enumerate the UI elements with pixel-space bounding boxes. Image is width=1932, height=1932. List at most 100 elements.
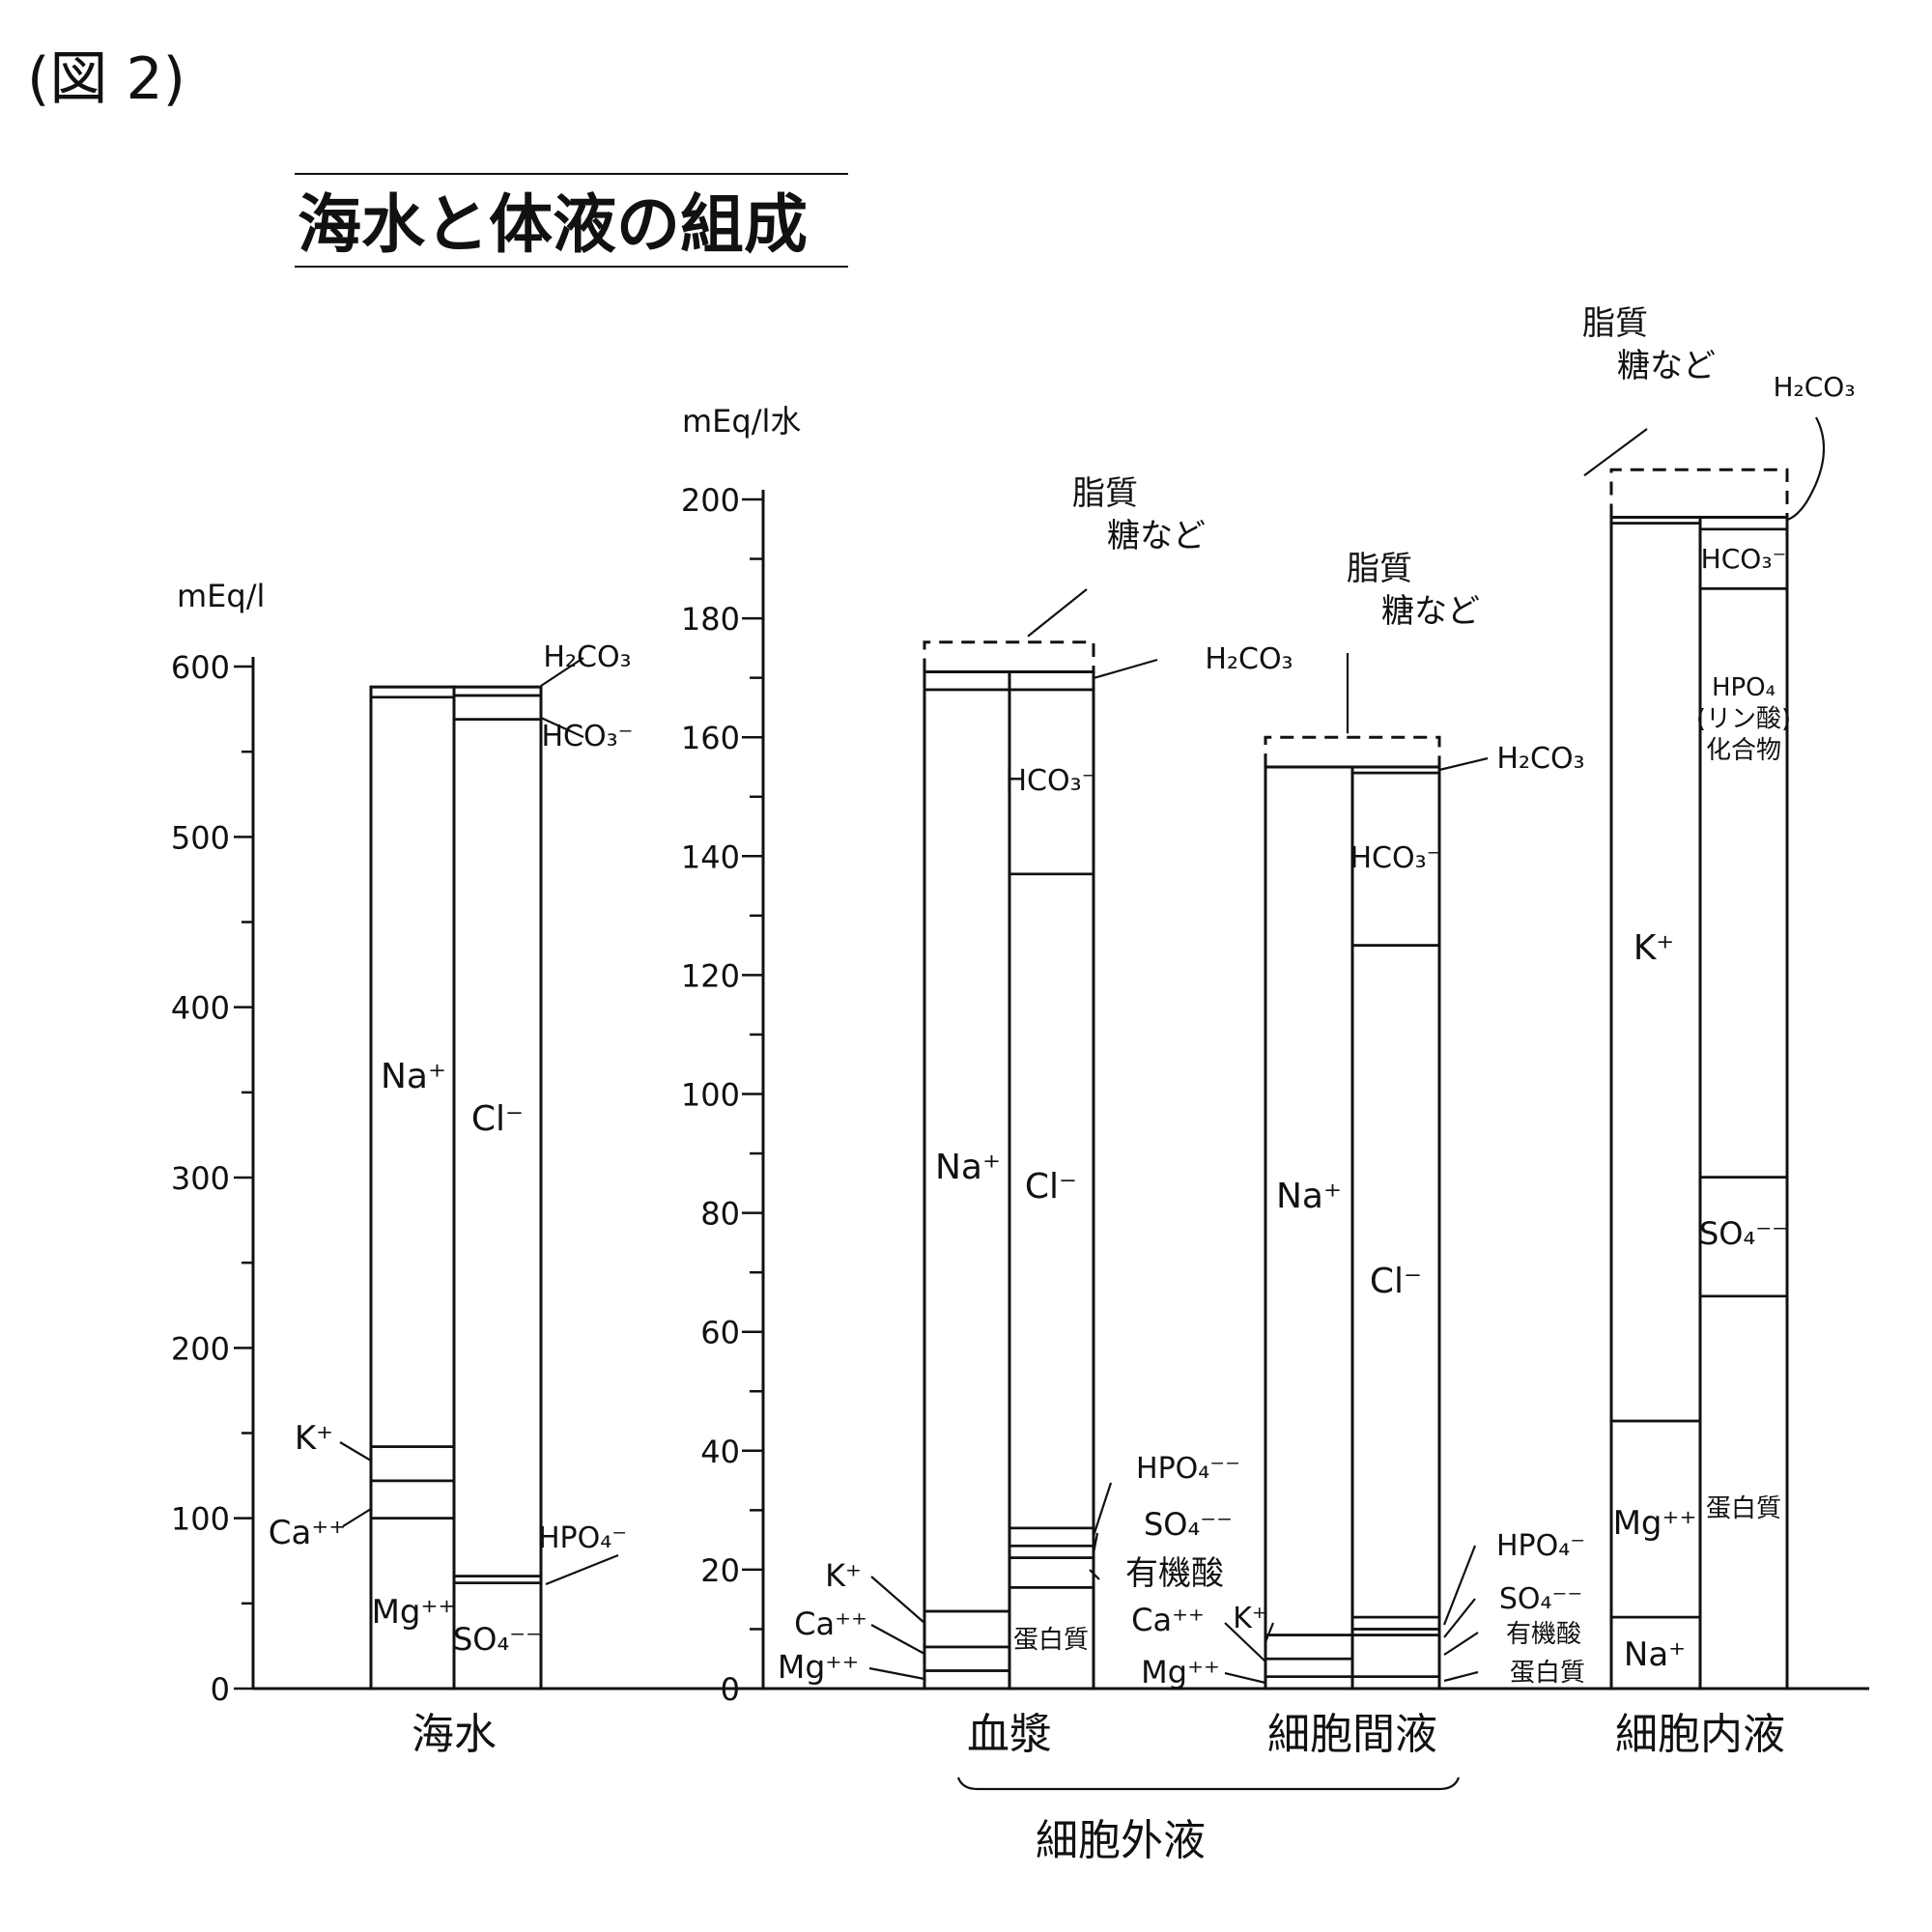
segment-label-hpo4: HPO₄(リン酸)化合物: [1696, 673, 1791, 765]
segment-label-cl: Cl⁻: [1025, 1167, 1077, 1207]
segment-h2co3: [1698, 516, 1789, 531]
label-leader: [1264, 1622, 1275, 1643]
segment-h2co3: [1008, 670, 1095, 692]
segment-label-k: K⁺: [825, 1557, 862, 1594]
label-leader: [868, 1666, 925, 1681]
segment-label-k: K⁺: [295, 1419, 333, 1458]
left-tick-label: 100: [171, 1501, 230, 1538]
label-leader: [1443, 1598, 1476, 1638]
extra-top-box: [923, 640, 1095, 672]
figure-label: (図 2): [27, 45, 185, 113]
right-tick-label: 0: [721, 1671, 740, 1708]
extra-top-label: 脂質糖など: [1072, 474, 1206, 555]
chart-title: 海水と体液の組成: [298, 187, 808, 262]
segment-label-hco3: HCO₃⁻: [1701, 543, 1787, 575]
extra-top-box: [1264, 735, 1441, 767]
segment-label-h2co3: H₂CO₃: [1773, 371, 1855, 403]
extra-top-box: [1609, 468, 1789, 518]
label-leader: [1443, 1670, 1479, 1683]
segment-label-hco3: HCO₃⁻: [1350, 841, 1442, 875]
bar-columns: [369, 468, 1789, 1690]
column-cation: [369, 685, 456, 1690]
segment-label-hco3: HCO₃⁻: [1006, 764, 1097, 798]
label-leader: [1092, 1482, 1113, 1537]
segment-label-organic-acid: 有機酸: [1506, 1620, 1581, 1649]
segment-labels: Mg⁺⁺ Ca⁺⁺ K⁺ Na⁺ SO₄⁻⁻ HPO₄⁻ Cl⁻ HCO₃⁻ H₂CO₃ 海水 Mg…: [269, 304, 1856, 1759]
column-cation: [1264, 765, 1354, 1690]
label-leader: [1093, 658, 1158, 680]
right-tick-label: 200: [681, 482, 740, 519]
segment-label-protein: 蛋白質: [1013, 1626, 1089, 1655]
right-tick-label: 120: [681, 957, 740, 994]
segment-label-hpo4: HPO₄⁻: [538, 1521, 627, 1555]
label-leader: [1224, 1622, 1266, 1662]
segment-label-h2co3: H₂CO₃: [1205, 642, 1293, 676]
segment-label-hpo4: HPO₄⁻: [1496, 1529, 1585, 1563]
segment-label-h2co3: H₂CO₃: [1496, 742, 1584, 776]
extra-top-label: 脂質糖など: [1347, 550, 1480, 631]
segment-label-protein: 蛋白質: [1706, 1494, 1781, 1523]
segment-label-mg: Mg⁺⁺: [778, 1648, 859, 1686]
segment-label-cl: Cl⁻: [1370, 1262, 1422, 1301]
panel-name: 細胞内液: [1615, 1710, 1785, 1759]
segment-h2co3: [1350, 765, 1441, 775]
left-axis-unit: mEq/l: [177, 578, 265, 614]
label-leader: [545, 1553, 619, 1586]
right-tick-label: 160: [681, 720, 740, 756]
left-tick-label: 600: [171, 649, 230, 686]
label-leader: [1442, 1545, 1477, 1626]
segment-label-so4: SO₄⁻⁻: [453, 1621, 542, 1658]
left-tick-label: 400: [171, 990, 230, 1027]
panel-1: [369, 685, 543, 1690]
segment-label-na: Na⁺: [381, 1057, 446, 1096]
label-leader: [1092, 1532, 1099, 1554]
panel-name: 海水: [412, 1710, 497, 1759]
group-label-extracellular: 細胞外液: [1036, 1816, 1206, 1865]
label-leader: [1224, 1671, 1266, 1685]
label-leader: [870, 1624, 925, 1655]
label-leader: [540, 657, 584, 687]
segment-label-k: K⁺: [1233, 1602, 1267, 1635]
column-anion: [1350, 765, 1441, 1690]
segment-label-cl: Cl⁻: [471, 1099, 524, 1139]
left-tick-label: 200: [171, 1330, 230, 1367]
label-leader: [1443, 1632, 1479, 1656]
right-tick-label: 180: [681, 601, 740, 638]
segment-h2co3: [452, 685, 543, 697]
label-leader: [339, 1441, 372, 1462]
label-leader: [540, 716, 584, 739]
extra-top-leader: [1027, 588, 1088, 638]
segment-label-hpo4: HPO₄⁻⁻: [1136, 1452, 1240, 1486]
segment-label-ca: Ca⁺⁺: [794, 1605, 867, 1642]
segment-label-mg: Mg⁺⁺: [372, 1593, 456, 1632]
right-tick-label: 60: [700, 1315, 740, 1351]
column-anion: [452, 685, 543, 1690]
segment-label-na: Na⁺: [1624, 1635, 1686, 1674]
left-tick-label: 500: [171, 819, 230, 856]
segment-label-na: Na⁺: [935, 1148, 1001, 1187]
panel-name: 血漿: [967, 1710, 1052, 1759]
group-brace: [956, 1776, 1461, 1791]
label-leader: [342, 1508, 372, 1527]
segment-label-k: K⁺: [1634, 928, 1675, 968]
segment-label-mg: Mg⁺⁺: [1141, 1654, 1220, 1690]
right-tick-label: 100: [681, 1077, 740, 1114]
label-leader: [1438, 756, 1489, 772]
segment-label-so4: SO₄⁻⁻: [1499, 1582, 1582, 1616]
segment-label-organic-acid: 有機酸: [1125, 1554, 1224, 1593]
left-tick-label: 300: [171, 1160, 230, 1197]
panel-3: [1264, 735, 1441, 1690]
right-tick-label: 80: [700, 1196, 740, 1233]
right-axis-unit: mEq/l水: [682, 403, 801, 440]
segment-label-na: Na⁺: [1276, 1177, 1342, 1216]
segment-label-so4: SO₄⁻⁻: [1699, 1215, 1788, 1252]
segment-label-protein: 蛋白質: [1510, 1659, 1585, 1688]
panel-4: [1609, 468, 1789, 1690]
right-tick-label: 20: [700, 1552, 740, 1589]
segment-label-ca: Ca⁺⁺: [269, 1514, 346, 1552]
left-tick-label: 0: [211, 1671, 230, 1708]
right-tick-label: 140: [681, 838, 740, 875]
segment-label-mg: Mg⁺⁺: [1613, 1504, 1697, 1543]
